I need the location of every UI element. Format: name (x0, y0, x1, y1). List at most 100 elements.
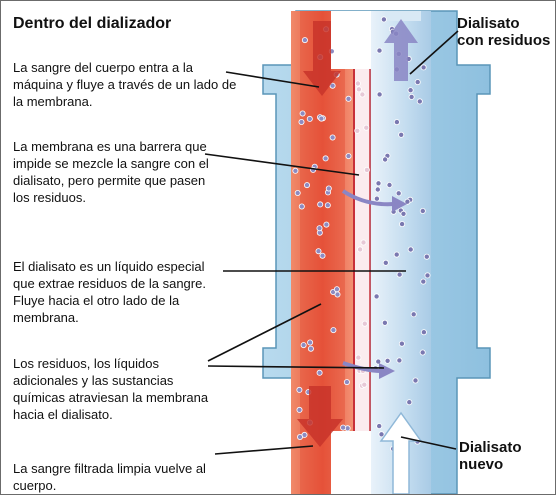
particle (419, 207, 426, 214)
particle (318, 115, 325, 122)
particle (345, 95, 352, 102)
particle (315, 248, 322, 255)
particle (384, 357, 391, 364)
particle (361, 320, 368, 327)
particle (363, 124, 370, 131)
particle (324, 202, 331, 209)
particle (316, 225, 323, 232)
particle (357, 246, 364, 253)
blood-in-arrow (303, 21, 341, 96)
leader-line-dialysate-out (409, 30, 459, 75)
leader-line-dialysate-in (400, 436, 457, 450)
leader-line-1 (225, 71, 320, 88)
callout-waste-transfer: Los residuos, los líquidos adicionales y… (13, 356, 209, 422)
label-dialysate-out-line1: Dialisato (457, 15, 520, 32)
particle (296, 433, 303, 440)
particle (363, 166, 370, 173)
leader-line-2 (204, 153, 360, 176)
particle (292, 167, 299, 174)
particle (359, 91, 366, 98)
particle (382, 259, 389, 266)
label-dialysate-out: Dialisato con residuos (457, 15, 550, 49)
transfer-arrow-upper (341, 189, 395, 207)
particle (393, 251, 400, 258)
particle (333, 286, 340, 293)
particle (398, 340, 405, 347)
particle (303, 182, 310, 189)
callout-blood-out: La sangre filtrada limpia vuelve al cuer… (13, 461, 206, 493)
particle (325, 185, 332, 192)
particle (424, 272, 431, 279)
leader-line-5 (214, 445, 314, 455)
label-dialysate-in: Dialisato nuevo (459, 439, 522, 473)
particle (410, 311, 417, 318)
waste-particles (292, 16, 431, 480)
particle (307, 339, 314, 346)
particle (414, 79, 421, 86)
particle (330, 327, 337, 334)
particle (329, 134, 336, 141)
particle (354, 127, 361, 134)
particle (340, 424, 347, 431)
particle (319, 252, 326, 259)
particle (343, 379, 350, 386)
particle (373, 195, 380, 202)
blood-out-arrow (297, 386, 343, 447)
particle (322, 155, 329, 162)
particle (408, 93, 415, 100)
particle (316, 369, 323, 376)
particle (393, 119, 400, 126)
label-dialysate-in-line1: Dialisato (459, 439, 522, 456)
particle (395, 190, 402, 197)
particle (345, 153, 352, 160)
particle (354, 80, 361, 87)
particle (301, 37, 308, 44)
callout-dialysate: El dialisato es un líquido especial que … (13, 259, 206, 325)
particle (419, 349, 426, 356)
particle (323, 221, 330, 228)
particle (296, 386, 303, 393)
particle (296, 406, 303, 413)
callout-membrane: La membrana es una barrera que impide se… (13, 139, 209, 205)
particle (396, 357, 403, 364)
figure-title: Dentro del dializador (13, 15, 172, 32)
particle (360, 239, 367, 246)
particle (376, 91, 383, 98)
particle (399, 221, 406, 228)
particle (294, 189, 301, 196)
particle (396, 271, 403, 278)
leader-line-4b (207, 365, 385, 369)
particle (406, 399, 413, 406)
particle (420, 64, 427, 71)
particle (376, 47, 383, 54)
particle (329, 82, 336, 89)
particle (420, 278, 427, 285)
particle (355, 86, 362, 93)
particle (412, 377, 419, 384)
particle (361, 381, 368, 388)
particle (317, 201, 324, 208)
particle (299, 110, 306, 117)
particle (298, 203, 305, 210)
particle (298, 119, 305, 126)
particle (376, 423, 383, 430)
particle (378, 431, 385, 438)
label-dialysate-in-line2: nuevo (459, 456, 504, 473)
particle (375, 180, 382, 187)
particle (306, 115, 313, 122)
particle (307, 345, 314, 352)
particle (382, 156, 389, 163)
particle (374, 186, 381, 193)
particle (373, 293, 380, 300)
callout-blood-in: La sangre del cuerpo entra a la máquina … (13, 60, 237, 109)
particle (381, 319, 388, 326)
dialysate-out-arrow (384, 19, 418, 81)
label-dialysate-out-line2: con residuos (457, 32, 551, 49)
particle (398, 131, 405, 138)
particle (355, 354, 362, 361)
particle (423, 253, 430, 260)
particle (404, 198, 411, 205)
particle (420, 329, 427, 336)
